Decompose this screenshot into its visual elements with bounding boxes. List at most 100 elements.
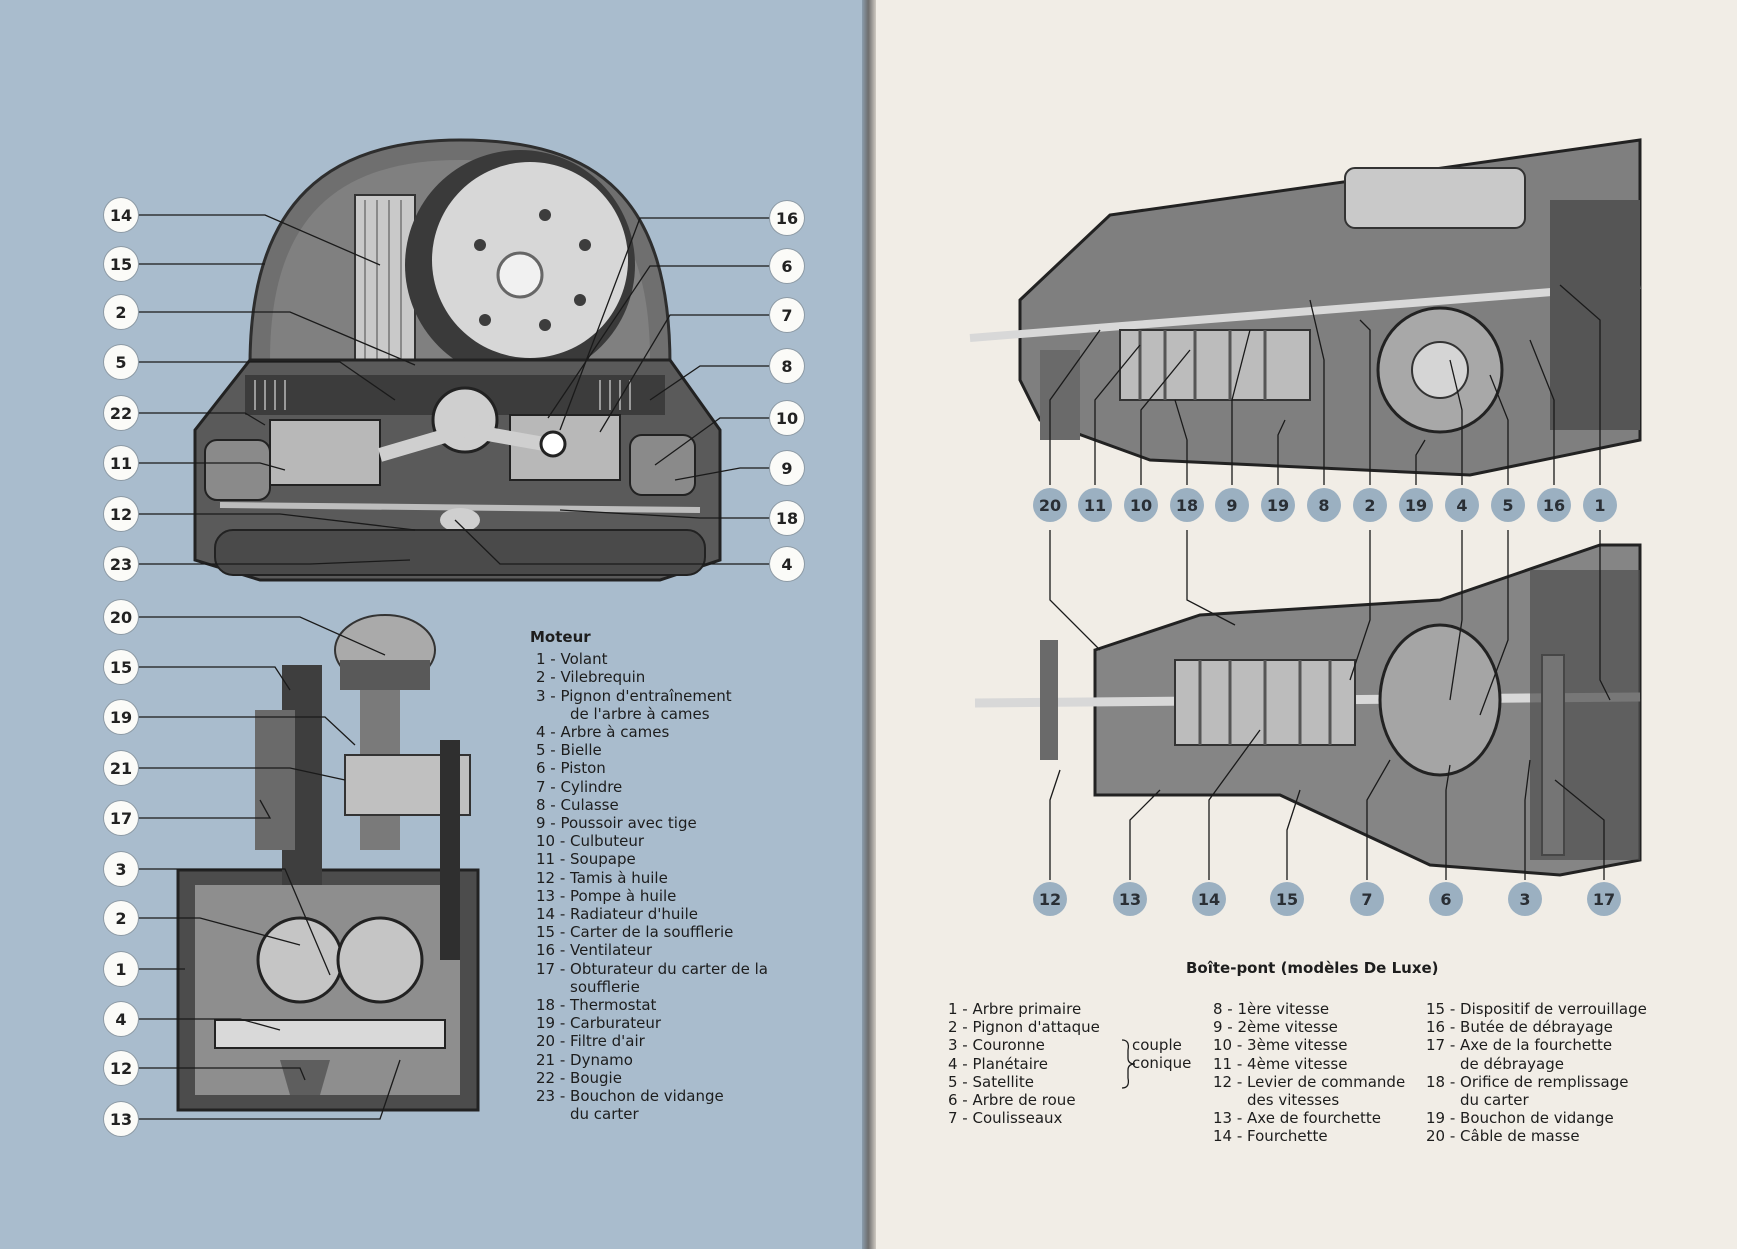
engine-callout: 12 bbox=[104, 497, 138, 531]
gearbox-callout: 15 bbox=[1270, 882, 1304, 916]
legend-item: 6 - Arbre de roue bbox=[948, 1091, 1076, 1110]
engine-side-callout: 15 bbox=[104, 650, 138, 684]
engine-callout: 10 bbox=[770, 401, 804, 435]
couple-label: couple bbox=[1132, 1036, 1182, 1054]
legend-item: 13 - Pompe à huile bbox=[536, 886, 677, 905]
gearbox-title: Boîte-pont (modèles De Luxe) bbox=[1186, 959, 1439, 977]
legend-item: 4 - Arbre à cames bbox=[536, 723, 670, 742]
legend-item: 15 - Carter de la soufflerie bbox=[536, 923, 734, 942]
engine-side-callout: 2 bbox=[104, 901, 138, 935]
legend-item: 13 - Axe de fourchette bbox=[1213, 1109, 1382, 1128]
legend-item: 17 - Obturateur du carter de la bbox=[536, 959, 768, 978]
legend-item: 18 - Thermostat bbox=[536, 996, 657, 1015]
legend-item: 8 - Culasse bbox=[536, 795, 619, 814]
legend-item: 3 - Couronne bbox=[948, 1036, 1045, 1055]
gearbox-callout: 8 bbox=[1307, 488, 1341, 522]
legend-item: 18 - Orifice de remplissage bbox=[1426, 1072, 1629, 1091]
gearbox-callout: 6 bbox=[1429, 882, 1463, 916]
engine-callout: 4 bbox=[770, 547, 804, 581]
legend-item: 5 - Satellite bbox=[948, 1072, 1034, 1091]
engine-callout: 9 bbox=[770, 451, 804, 485]
gearbox-callout: 19 bbox=[1261, 488, 1295, 522]
gearbox-callout: 14 bbox=[1192, 882, 1226, 916]
engine-callout: 8 bbox=[770, 349, 804, 383]
legend-item: 9 - Poussoir avec tige bbox=[536, 814, 697, 833]
legend-item-continuation: soufflerie bbox=[570, 977, 640, 996]
engine-callout: 6 bbox=[770, 249, 804, 283]
gearbox-top-leader-lines bbox=[1049, 284, 1601, 485]
gearbox-callout: 12 bbox=[1033, 882, 1067, 916]
engine-side-callout: 19 bbox=[104, 700, 138, 734]
legend-item: 10 - 3ème vitesse bbox=[1213, 1036, 1348, 1055]
engine-callout: 15 bbox=[104, 247, 138, 281]
engine-side-callout: 3 bbox=[104, 852, 138, 886]
legend-item: 17 - Axe de la fourchette bbox=[1426, 1036, 1613, 1055]
legend-item: 2 - Pignon d'attaque bbox=[948, 1018, 1100, 1037]
engine-callout: 14 bbox=[104, 198, 138, 232]
gearbox-callout: 4 bbox=[1445, 488, 1479, 522]
gearbox-callout: 2 bbox=[1353, 488, 1387, 522]
gearbox-callout: 3 bbox=[1508, 882, 1542, 916]
legend-item-continuation: de débrayage bbox=[1460, 1054, 1564, 1073]
legend-item: 2 - Vilebrequin bbox=[536, 668, 646, 687]
gearbox-callout: 5 bbox=[1491, 488, 1525, 522]
gearbox-callout: 10 bbox=[1124, 488, 1158, 522]
legend-item: 20 - Filtre d'air bbox=[536, 1032, 645, 1051]
gearbox-bottom-illustration bbox=[974, 543, 1642, 877]
legend-item: 8 - 1ère vitesse bbox=[1213, 1000, 1330, 1018]
gearbox-callout: 7 bbox=[1350, 882, 1384, 916]
legend-item: 1 - Volant bbox=[536, 650, 608, 669]
engine-side-callout: 20 bbox=[104, 600, 138, 634]
engine-leader-lines bbox=[138, 214, 770, 565]
gearbox-callout: 13 bbox=[1113, 882, 1147, 916]
legend-item: 21 - Dynamo bbox=[536, 1050, 633, 1069]
legend-item: 7 - Cylindre bbox=[536, 777, 623, 796]
legend-item: 12 - Tamis à huile bbox=[536, 868, 668, 887]
engine-callout: 2 bbox=[104, 295, 138, 329]
legend-item-continuation: du carter bbox=[1460, 1091, 1529, 1110]
gearbox-callout: 1 bbox=[1583, 488, 1617, 522]
legend-item: 11 - Soupape bbox=[536, 850, 636, 869]
engine-side-callout: 12 bbox=[104, 1051, 138, 1085]
legend-item: 11 - 4ème vitesse bbox=[1213, 1054, 1348, 1073]
legend-item: 16 - Butée de débrayage bbox=[1426, 1018, 1613, 1037]
legend-item: 20 - Câble de masse bbox=[1426, 1127, 1580, 1146]
engine-callout: 18 bbox=[770, 501, 804, 535]
engine-side-callout: 4 bbox=[104, 1002, 138, 1036]
book-gutter bbox=[862, 0, 876, 1249]
engine-callout: 16 bbox=[770, 201, 804, 235]
legend-item-continuation: du carter bbox=[570, 1105, 639, 1124]
gearbox-bottom-leader-lines bbox=[1049, 530, 1611, 880]
gearbox-callout: 17 bbox=[1587, 882, 1621, 916]
gearbox-callout: 18 bbox=[1170, 488, 1204, 522]
conique-label: conique bbox=[1132, 1054, 1192, 1072]
legend-item: 7 - Coulisseaux bbox=[948, 1109, 1063, 1128]
legend-item: 12 - Levier de commande bbox=[1213, 1072, 1406, 1091]
engine-callout: 22 bbox=[104, 396, 138, 430]
engine-callout: 5 bbox=[104, 345, 138, 379]
gearbox-callout: 11 bbox=[1078, 488, 1112, 522]
engine-side-callout: 17 bbox=[104, 801, 138, 835]
engine-side-leader-lines bbox=[138, 616, 401, 1120]
legend-item: 14 - Fourchette bbox=[1213, 1127, 1328, 1146]
engine-legend-title: Moteur bbox=[530, 628, 591, 646]
couple-conique-label: couple conique bbox=[1132, 1036, 1191, 1072]
legend-item: 4 - Planétaire bbox=[948, 1054, 1048, 1073]
legend-item: 9 - 2ème vitesse bbox=[1213, 1018, 1338, 1037]
gearbox-callout: 19 bbox=[1399, 488, 1433, 522]
engine-side-callout: 1 bbox=[104, 952, 138, 986]
legend-item: 3 - Pignon d'entraînement bbox=[536, 686, 732, 705]
engine-cutaway-illustration bbox=[193, 138, 722, 582]
legend-item: 5 - Bielle bbox=[536, 741, 602, 760]
legend-item: 1 - Arbre primaire bbox=[948, 1000, 1082, 1018]
legend-item: 16 - Ventilateur bbox=[536, 941, 653, 960]
legend-item: 22 - Bougie bbox=[536, 1068, 622, 1087]
engine-side-callout: 21 bbox=[104, 751, 138, 785]
couple-conique-brace bbox=[1121, 1039, 1136, 1089]
